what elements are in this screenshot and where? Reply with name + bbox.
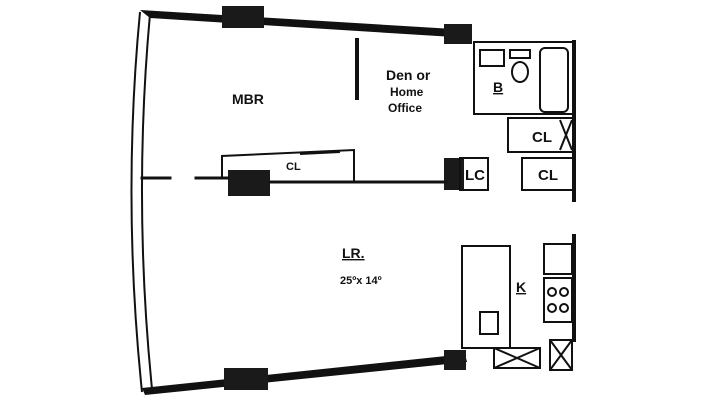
- hall-closet-label: CL: [532, 129, 552, 146]
- fridge: [543, 243, 573, 275]
- bedroom-closet-door: [299, 151, 341, 155]
- bathroom-vanity: [479, 49, 505, 67]
- kitchen-sink: [479, 311, 499, 335]
- hall-closet-shelf: [559, 119, 573, 151]
- north-wall: [140, 10, 470, 38]
- center-column: [228, 170, 270, 196]
- hall-closet-lower: [521, 157, 575, 191]
- burner-4: [559, 303, 569, 313]
- linen-closet-label: LC: [465, 167, 485, 184]
- burner-1: [547, 287, 557, 297]
- bathtub: [539, 47, 569, 113]
- kitchen-pantry-x: [493, 347, 541, 369]
- burner-2: [559, 287, 569, 297]
- bath-label: B: [493, 79, 503, 95]
- toilet: [511, 61, 529, 83]
- living-room-size: 25ºx 14º: [340, 275, 382, 287]
- den-label-line2: Home: [390, 85, 424, 99]
- kitchen-pantry: [493, 347, 541, 369]
- south-column-left: [224, 368, 268, 390]
- den-label-line1: Den or: [386, 67, 431, 83]
- south-wall: [142, 354, 467, 395]
- west-curved-wall-inner: [140, 13, 153, 390]
- kitchen-label: K: [516, 279, 526, 295]
- bedroom-closet: [221, 148, 355, 182]
- linen-closet: [459, 157, 489, 191]
- lower-closet-label: CL: [538, 167, 558, 184]
- toilet-tank: [509, 49, 531, 59]
- hall-closet: [507, 117, 575, 153]
- west-curved-wall-outer: [130, 11, 143, 393]
- south-column-right: [444, 350, 466, 370]
- bathroom-walls: [473, 41, 575, 115]
- bedroom-closet-label: CL: [286, 161, 301, 173]
- living-room-label: LR.: [342, 245, 365, 261]
- den-label-line3: Office: [388, 101, 422, 115]
- kitchen-island: [461, 245, 511, 349]
- stove: [543, 277, 573, 323]
- north-column-left: [222, 6, 264, 28]
- burner-3: [547, 303, 557, 313]
- mbr-label: MBR: [232, 91, 264, 107]
- kitchen-shaft: [549, 339, 573, 371]
- north-column-right: [444, 24, 472, 44]
- kitchen-shaft-x: [549, 339, 573, 371]
